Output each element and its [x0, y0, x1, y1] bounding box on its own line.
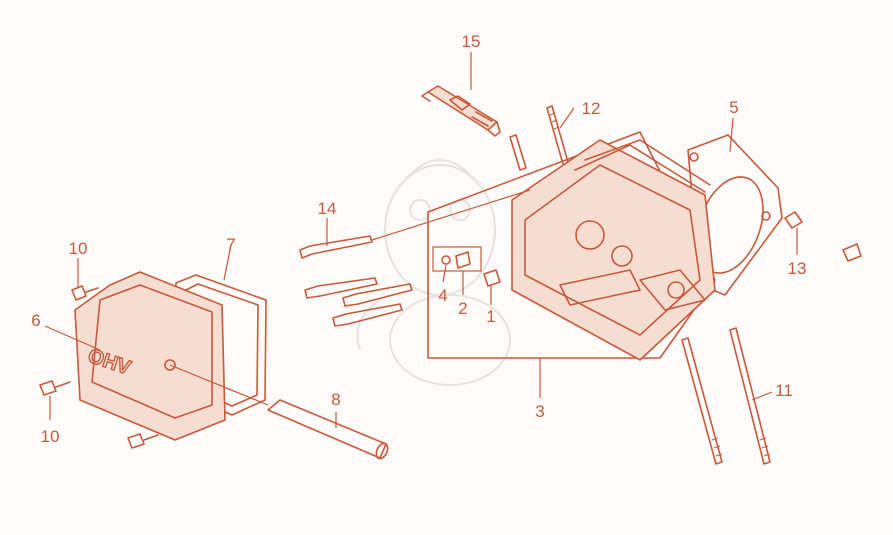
- spark-plug: [421, 85, 501, 137]
- leader-11: [751, 391, 773, 401]
- cover-bolts-10: [39, 285, 159, 449]
- callout-13: 13: [788, 259, 807, 278]
- callout-11: 11: [775, 381, 793, 400]
- leader-6: [44, 325, 101, 351]
- callout-15: 15: [462, 32, 481, 51]
- dowel-pin: [509, 134, 527, 171]
- callout-2: 2: [458, 299, 467, 318]
- leader-4: [442, 264, 447, 283]
- plug-13: [784, 211, 862, 262]
- leader-12: [559, 107, 575, 129]
- leader-5: [729, 117, 734, 153]
- callout-1: 1: [486, 307, 495, 326]
- callout-14: 14: [318, 199, 337, 218]
- watermark-mascot: [356, 159, 511, 386]
- callout-3: 3: [535, 402, 544, 421]
- cylinder-head: [427, 131, 716, 361]
- callout-4: 4: [438, 286, 447, 305]
- callout-7: 7: [226, 235, 235, 254]
- leader-7: [223, 249, 231, 281]
- long-studs: [681, 327, 771, 465]
- breather-tube: [169, 364, 389, 460]
- callout-10-bottom: 10: [41, 427, 60, 446]
- callout-8: 8: [331, 390, 340, 409]
- callout-12: 12: [582, 99, 601, 118]
- head-bolts: [299, 189, 531, 327]
- valve-parts: [432, 246, 501, 287]
- callout-10-top: 10: [69, 239, 88, 258]
- callout-5: 5: [729, 98, 738, 117]
- valve-cover: OHV: [74, 271, 226, 441]
- callout-6: 6: [31, 311, 40, 330]
- callout-labels: 15 12 5 13 14 7 10 6 10 4 2 1 3 8 11: [31, 32, 806, 446]
